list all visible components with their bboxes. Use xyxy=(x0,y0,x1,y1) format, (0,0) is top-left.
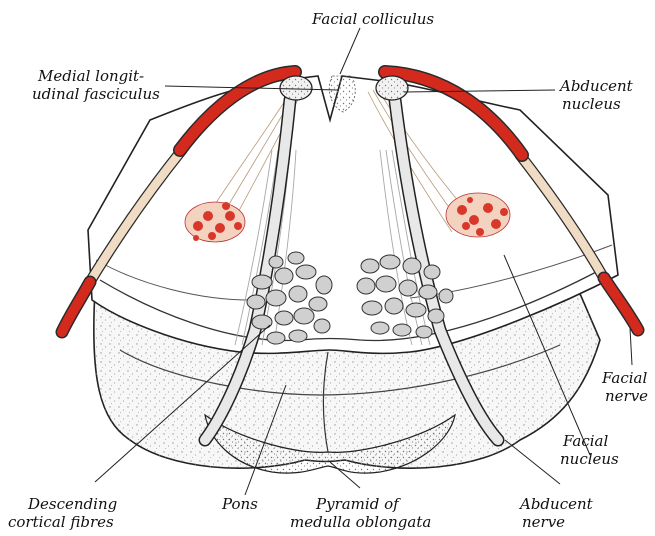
label-mlf-line2: udinal fasciculus xyxy=(32,85,160,103)
label-pyramid-line2: medulla oblongata xyxy=(290,513,431,531)
label-abducent-nucleus-line1: Abducent xyxy=(558,77,634,95)
label-facial-nucleus-line2: nucleus xyxy=(560,450,619,468)
label-mlf-line1: Medial longit- xyxy=(37,67,144,85)
label-abducent-nerve-line1: Abducent xyxy=(518,495,594,513)
facial-nucleus-left xyxy=(185,202,245,242)
tegmentum-region xyxy=(88,76,618,353)
label-descending-line2: cortical fibres xyxy=(8,513,114,531)
label-descending-line1: Descending xyxy=(27,495,117,513)
label-facial-nerve-line2: nerve xyxy=(605,387,648,405)
label-pyramid-line1: Pyramid of xyxy=(315,495,401,513)
label-abducent-nerve-line2: nerve xyxy=(522,513,565,531)
label-abducent-nucleus-line2: nucleus xyxy=(562,95,621,113)
facial-nucleus-right xyxy=(446,193,510,237)
label-pons: Pons xyxy=(221,495,258,513)
label-facial-nucleus-line1: Facial xyxy=(562,432,608,450)
label-facial-nerve-line1: Facial xyxy=(601,369,647,387)
label-facial-colliculus: Facial colliculus xyxy=(311,10,434,28)
